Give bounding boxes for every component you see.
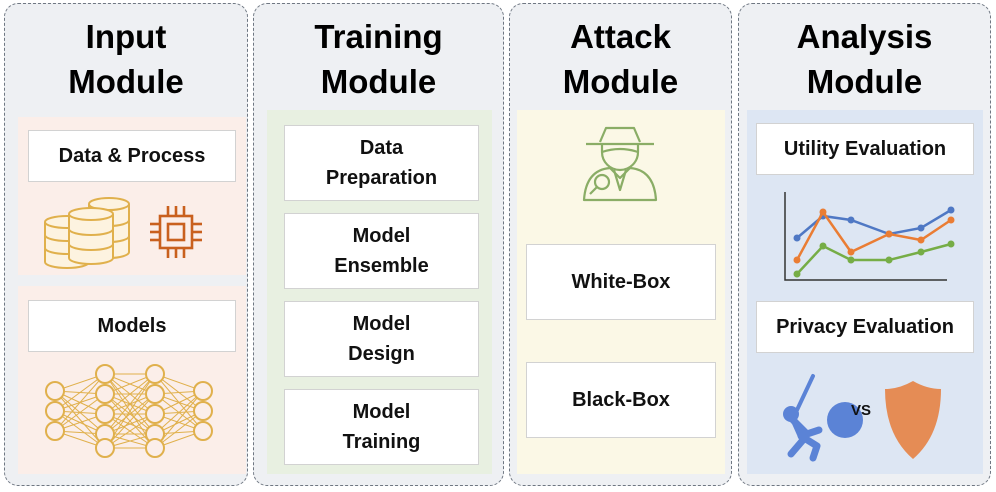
chip-icon xyxy=(150,206,202,258)
network-node xyxy=(193,401,213,421)
network-edge xyxy=(104,393,156,435)
network-node xyxy=(145,384,165,404)
white-box-card: White-Box xyxy=(526,244,716,320)
series-point xyxy=(793,234,801,242)
attack-module: Attack Module White-Box Black-Box xyxy=(509,3,732,486)
spy-detective-icon xyxy=(582,126,658,202)
series-line-orange xyxy=(795,209,952,261)
analysis-module: Analysis Module Utility Evaluation Priva… xyxy=(738,3,991,486)
series-point xyxy=(847,248,855,256)
network-edge xyxy=(104,373,156,435)
series-point xyxy=(847,256,855,264)
network-edge xyxy=(54,373,106,432)
network-node xyxy=(45,381,65,401)
utility-evaluation-card: Utility Evaluation xyxy=(756,123,974,175)
database-icon xyxy=(44,197,130,269)
series-line-green xyxy=(796,242,952,275)
neural-network-icon xyxy=(45,364,213,458)
training-module-title: Training Module xyxy=(314,18,443,100)
series-point xyxy=(947,206,955,214)
line-chart-icon xyxy=(784,192,955,281)
models-card: Models xyxy=(28,300,236,352)
network-edge xyxy=(54,393,106,432)
vs-label: VS xyxy=(851,402,872,419)
input-module-title: Input Module xyxy=(68,18,184,100)
network-edge xyxy=(54,373,106,412)
network-node xyxy=(193,381,213,401)
network-node xyxy=(193,421,213,441)
series-point xyxy=(917,248,925,256)
series-point xyxy=(885,230,893,238)
series-point xyxy=(885,256,893,264)
attack-module-title: Attack Module xyxy=(562,18,679,100)
network-edge xyxy=(154,410,204,449)
input-module: Input Module Data & Process xyxy=(4,3,248,486)
series-point xyxy=(847,216,855,224)
series-point xyxy=(793,256,801,264)
privacy-evaluation-card: Privacy Evaluation xyxy=(756,301,974,353)
network-edge xyxy=(54,410,106,449)
chart-axes xyxy=(784,192,947,281)
network-node xyxy=(95,364,115,384)
network-edge xyxy=(104,373,156,415)
series-point xyxy=(793,270,801,278)
network-node xyxy=(145,404,165,424)
network-node xyxy=(95,404,115,424)
network-node xyxy=(45,421,65,441)
network-node xyxy=(95,384,115,404)
series-point xyxy=(947,240,955,248)
network-edge xyxy=(154,390,204,435)
network-edge xyxy=(104,413,156,449)
shield-icon xyxy=(885,381,941,459)
data-process-card: Data & Process xyxy=(28,130,236,182)
attacker-figure-icon xyxy=(783,374,863,462)
series-point xyxy=(947,216,955,224)
series-point xyxy=(819,208,827,216)
network-node xyxy=(95,438,115,458)
network-node xyxy=(145,364,165,384)
network-node xyxy=(145,438,165,458)
black-box-card: Black-Box xyxy=(526,362,716,438)
series-point xyxy=(917,236,925,244)
analysis-module-title: Analysis Module xyxy=(796,18,933,100)
network-node xyxy=(45,401,65,421)
series-point xyxy=(819,242,827,250)
series-point xyxy=(917,224,925,232)
